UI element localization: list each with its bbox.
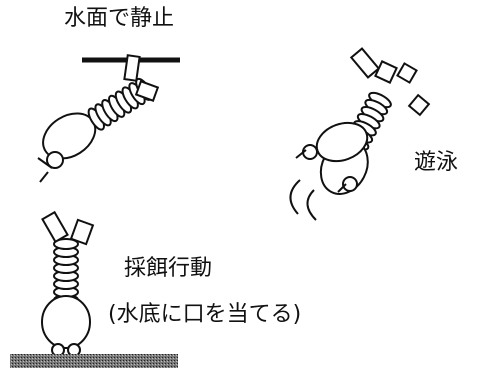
head-whiskers — [37, 157, 53, 183]
surface-rest-figure — [37, 54, 180, 183]
swimming-label: 遊泳 — [414, 150, 459, 175]
tail-fin — [349, 47, 381, 79]
head-eye — [342, 176, 358, 192]
tail-fin — [123, 54, 141, 82]
feeding-figure — [10, 210, 178, 368]
head-eye — [46, 151, 64, 169]
body-bulb — [41, 295, 91, 349]
tail-fin — [69, 218, 95, 246]
motion-line — [306, 189, 317, 221]
head-whiskers — [295, 149, 347, 193]
motion-line — [289, 179, 301, 215]
tail-fin — [407, 93, 431, 117]
feeding-label: 採餌行動 — [124, 256, 213, 281]
tail-fin — [134, 80, 160, 102]
seabed — [10, 354, 178, 368]
tail-fin — [374, 60, 398, 84]
tail-fin — [396, 62, 418, 84]
surface-rest-label: 水面で静止 — [64, 6, 175, 31]
tail-fin — [41, 210, 69, 244]
feeding-note-label: (水底に口を当てる) — [108, 302, 302, 327]
swimming-figure — [289, 47, 431, 221]
